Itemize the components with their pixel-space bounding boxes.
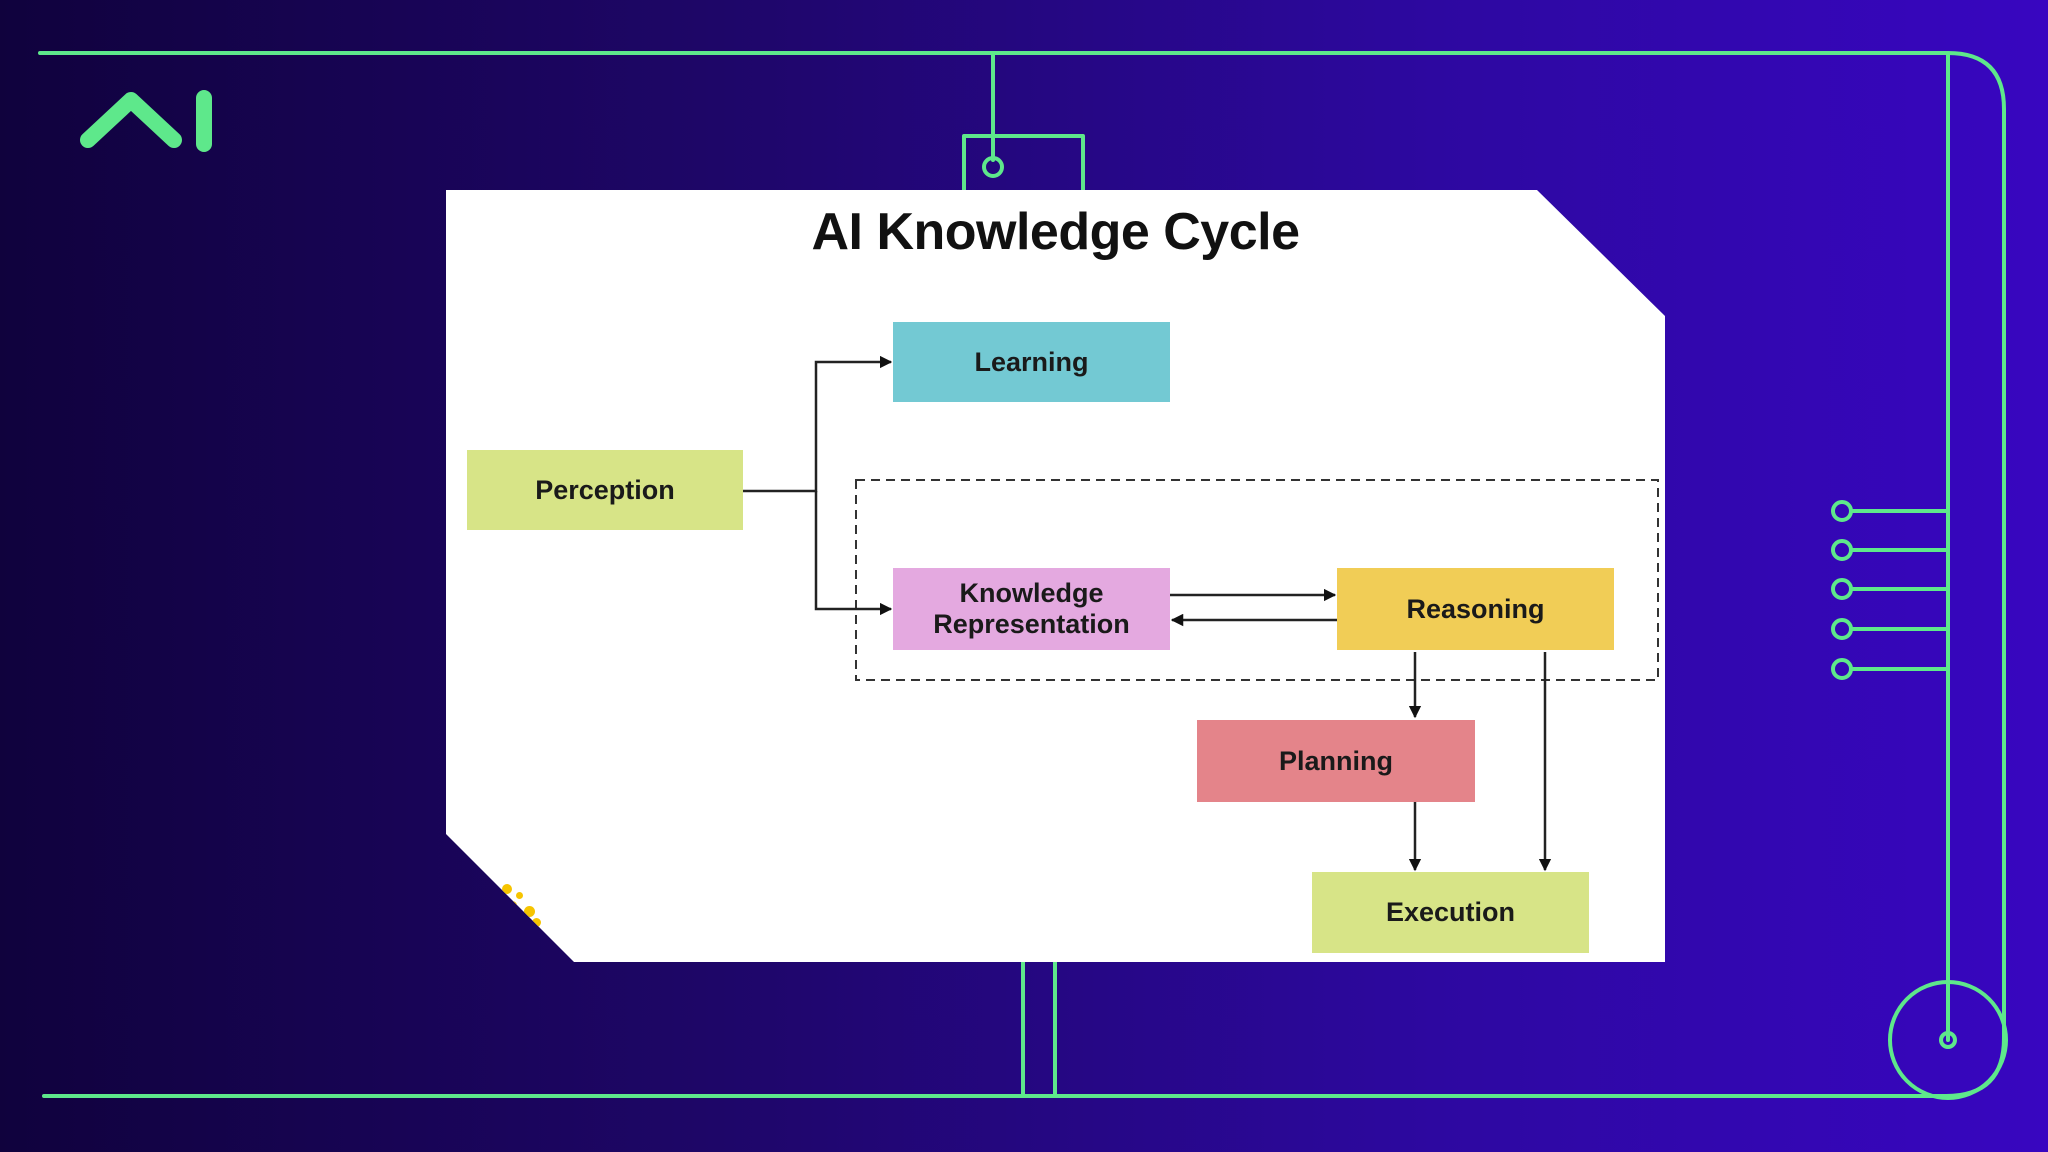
diagram-connectors [743, 355, 1659, 872]
decorative-dot [532, 918, 541, 927]
decorative-dot [524, 906, 535, 917]
node-perception: Perception [467, 450, 743, 530]
circuit-big-circle [1888, 980, 2008, 1100]
circuit-comb-lines [1850, 509, 1950, 671]
edge-perception-to-learning [743, 355, 893, 493]
node-planning: Planning [1197, 720, 1475, 802]
ai-logo: AI [80, 90, 212, 152]
dashed-group-boundary [855, 479, 1659, 681]
node-reasoning: Reasoning [1337, 568, 1614, 650]
circuit-small-circle [1939, 1031, 1957, 1049]
edge-perception-to-knowledge-representation [814, 491, 893, 616]
decorative-dot [502, 884, 512, 894]
circuit-bottom-connector [1021, 960, 1057, 1098]
decorative-dot [516, 892, 523, 899]
circuit-top-bracket [962, 134, 1085, 192]
node-execution: Execution [1312, 872, 1589, 953]
node-knowledge-representation: Knowledge Representation [893, 568, 1170, 650]
node-learning: Learning [893, 322, 1170, 402]
diagram-card: AI Knowledge Cycle Learning Perception K… [446, 190, 1665, 962]
diagram-title: AI Knowledge Cycle [811, 203, 1301, 261]
circuit-top-node [982, 156, 1004, 178]
